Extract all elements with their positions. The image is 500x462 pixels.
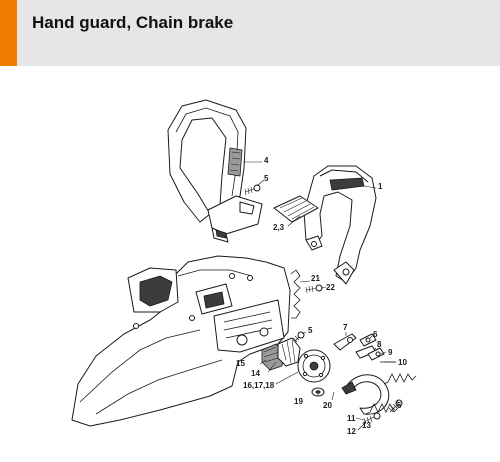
label-7: 7 [343,323,348,332]
label-16-17-18: 16,17,18 [243,381,275,390]
screw-icon [305,284,323,294]
page-title: Hand guard, Chain brake [32,13,234,32]
label-14: 14 [251,369,260,378]
callout-labels: 1 2,3 4 5 5 5 6 7 8 9 10 11 12 13 14 15 … [236,156,407,436]
label-2-3: 2,3 [273,223,285,232]
guard-plate-icon [273,195,319,223]
clutch-drum-icon [261,337,331,383]
label-11: 11 [347,414,356,423]
label-1: 1 [378,182,383,191]
label-19: 19 [294,397,303,406]
screw-icon [363,412,381,425]
label-13: 13 [362,421,371,430]
label-22: 22 [326,283,335,292]
chainsaw-housing-icon [71,255,291,427]
leader-lines [244,161,399,431]
label-9: 9 [388,348,393,357]
orange-accent-bar [0,0,17,66]
label-5-mid: 5 [308,326,313,335]
label-6: 6 [373,330,378,339]
spring-icon [290,269,301,319]
label-8: 8 [377,340,382,349]
front-handle-icon [167,99,263,243]
header-bar: Hand guard, Chain brake [0,0,500,66]
label-5-top: 5 [264,174,269,183]
screw-icon [244,184,261,196]
brake-lever-icon [333,333,396,363]
label-20: 20 [323,401,332,410]
parts-diagram: 1 2,3 4 5 5 5 6 7 8 9 10 11 12 13 14 15 … [71,99,417,436]
label-4: 4 [264,156,269,165]
label-5-bottom: 5 [397,401,402,410]
spring-icon [383,373,417,385]
spring-icon [365,403,399,415]
label-10: 10 [398,358,407,367]
label-21: 21 [311,274,320,283]
hand-guard-icon [303,165,377,285]
brake-band-icon [341,374,390,415]
label-12: 12 [347,427,356,436]
label-15: 15 [236,359,245,368]
